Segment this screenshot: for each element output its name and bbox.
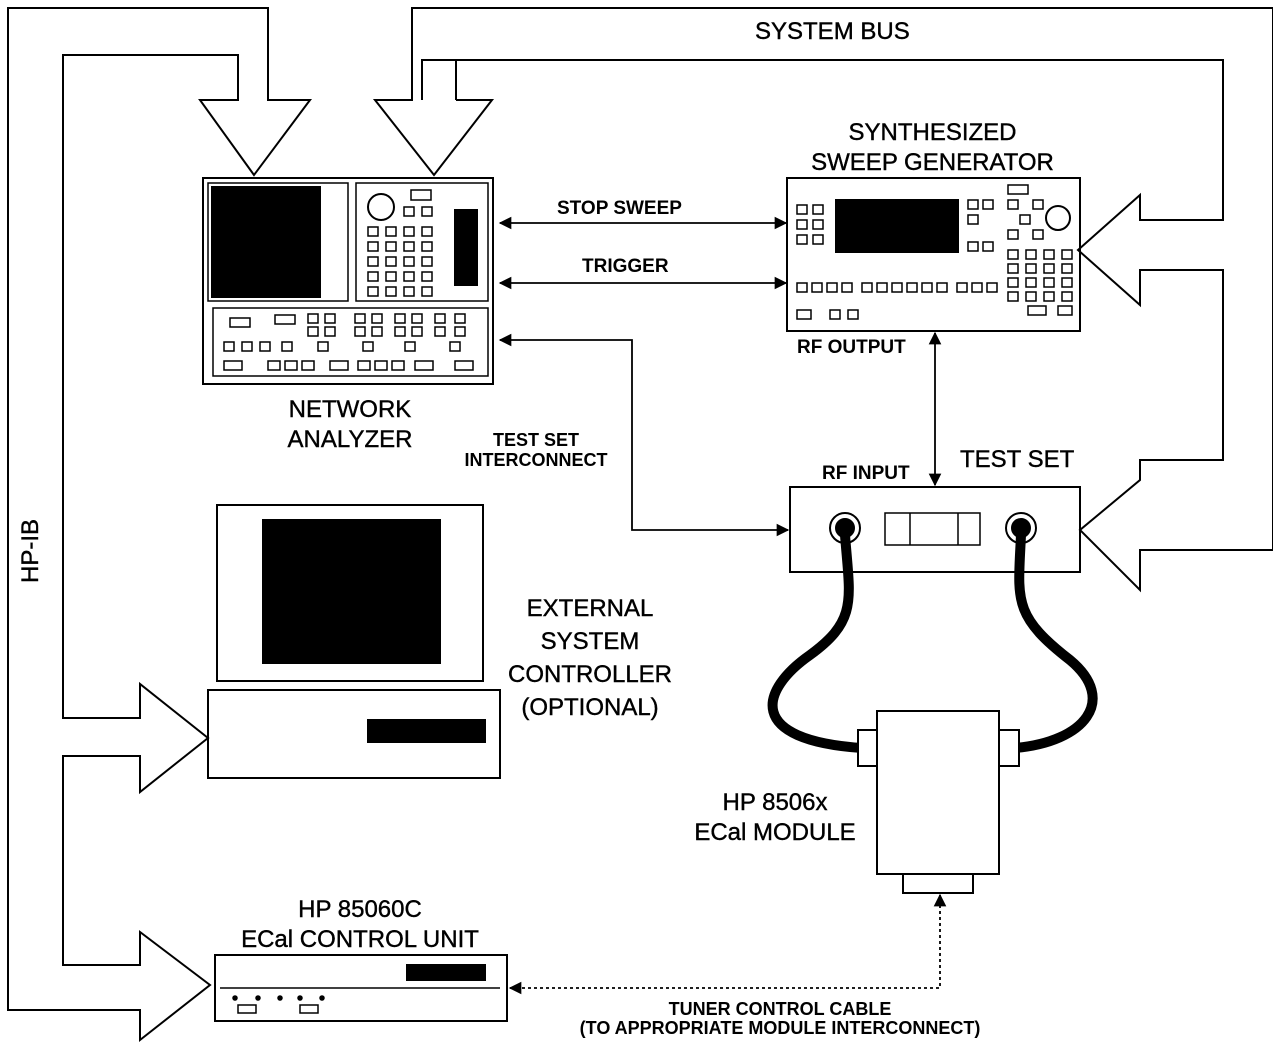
hpib-bus-outer <box>7 7 312 1043</box>
rf-output-label: RF OUTPUT <box>797 337 906 358</box>
system-bus-top <box>372 7 1273 550</box>
system-bus-label: SYSTEM BUS <box>755 18 910 45</box>
hpib-label: HP-IB <box>17 518 44 583</box>
stop-sweep-label: STOP SWEEP <box>557 198 682 219</box>
sweep-generator <box>786 177 1081 332</box>
ecal-module <box>857 710 1020 894</box>
test-set-interconnect-arrow <box>498 333 790 537</box>
system-bus-outer <box>421 59 1273 593</box>
network-analyzer <box>202 177 494 385</box>
trigger-label: TRIGGER <box>582 256 669 277</box>
rf-cable <box>767 530 1098 753</box>
test-set <box>789 486 1081 573</box>
tuner-cable-label: TUNER CONTROL CABLE(TO APPROPRIATE MODUL… <box>579 999 981 1038</box>
external-controller <box>207 504 501 779</box>
ecal-control-unit <box>214 954 508 1022</box>
rf-input-label: RF INPUT <box>822 463 910 484</box>
test-set-label: TEST SET <box>960 446 1075 473</box>
tuner-cable-arrow <box>508 893 947 995</box>
